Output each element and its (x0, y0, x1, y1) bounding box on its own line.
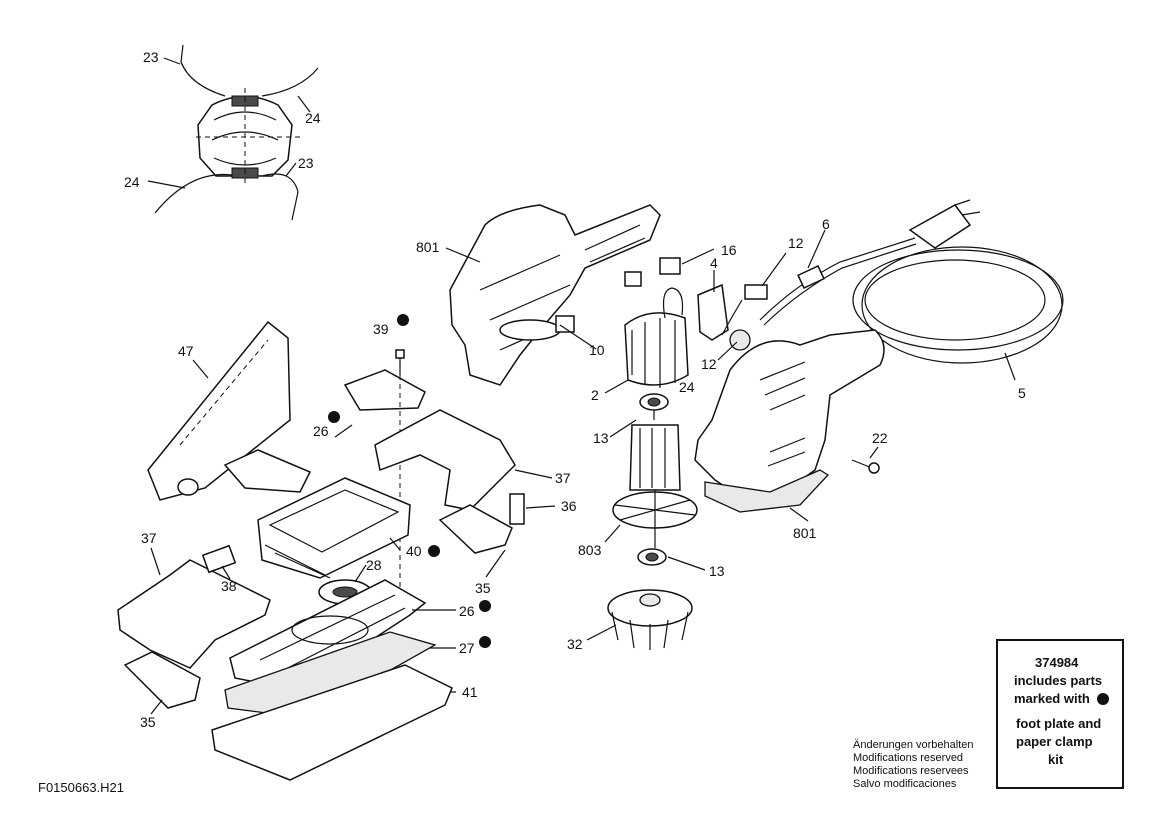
callout-35: 35 (475, 580, 491, 596)
screw-22 (851, 459, 880, 474)
kit-line: foot plate and (1016, 716, 1101, 731)
kit-line: kit (1048, 752, 1064, 767)
kit-line: marked with (1014, 691, 1090, 706)
callout-27: 27 (459, 640, 475, 656)
kit-marker-dot (328, 411, 340, 423)
callout-13: 13 (593, 430, 609, 446)
kit-marker-dot (428, 545, 440, 557)
armature-assembly (607, 393, 698, 650)
callout-labels: 23 24 23 24 801 16 12 6 4 10 12 24 2 5 4… (124, 49, 1026, 730)
kit-marker-dot (479, 636, 491, 648)
kit-marker-dot (397, 314, 409, 326)
kit-line: includes parts (1014, 673, 1102, 688)
callout-24: 24 (124, 174, 140, 190)
callout-10: 10 (589, 342, 605, 358)
callout-36: 36 (561, 498, 577, 514)
callout-23: 23 (143, 49, 159, 65)
modifications-note: Änderungen vorbehalten Modifications res… (853, 739, 973, 790)
dust-box-40 (257, 477, 411, 579)
kit-marker-dot (479, 600, 491, 612)
switch-and-terminals (555, 257, 768, 351)
callout-35: 35 (140, 714, 156, 730)
callout-24: 24 (305, 110, 321, 126)
kit-marker-dot (1097, 693, 1109, 705)
callout-37: 37 (555, 470, 571, 486)
power-cord (759, 199, 1064, 364)
callout-6: 6 (822, 216, 830, 232)
callout-38: 38 (221, 578, 237, 594)
clamp-35-right (438, 504, 513, 554)
callout-801: 801 (416, 239, 440, 255)
callout-803: 803 (578, 542, 602, 558)
note-line: Salvo modificaciones (853, 778, 957, 790)
leader-lines (147, 57, 1016, 715)
foot-plate-assembly (211, 579, 453, 781)
kit-marker-dots (328, 314, 491, 648)
callout-24: 24 (679, 379, 695, 395)
kit-part-number: 374984 (1035, 655, 1079, 670)
stator-2 (624, 287, 689, 388)
field-coil-assembly (154, 44, 319, 221)
callout-801: 801 (793, 525, 817, 541)
callout-47: 47 (178, 343, 194, 359)
callout-26: 26 (459, 603, 475, 619)
callout-41: 41 (462, 684, 478, 700)
base-frame-37 (374, 409, 525, 525)
callout-22: 22 (872, 430, 888, 446)
callout-2: 2 (591, 387, 599, 403)
callout-16: 16 (721, 242, 737, 258)
callout-32: 32 (567, 636, 583, 652)
callout-12: 12 (788, 235, 804, 251)
callout-28: 28 (366, 557, 382, 573)
left-clamp-parts (117, 544, 271, 709)
callout-26: 26 (313, 423, 329, 439)
callout-23: 23 (298, 155, 314, 171)
note-line: Modifications reserved (853, 752, 963, 764)
paper-clamp-and-screw (223, 349, 426, 610)
kit-info-box: 374984 includes parts marked with foot p… (996, 639, 1124, 789)
drawing-code: F0150663.H21 (38, 780, 124, 795)
kit-line: paper clamp (1016, 734, 1093, 749)
main-housing-801 (694, 329, 885, 513)
callout-40: 40 (406, 543, 422, 559)
callout-5: 5 (1018, 385, 1026, 401)
dust-guard-47 (147, 320, 291, 501)
callout-4: 4 (710, 255, 718, 271)
note-line: Änderungen vorbehalten (853, 739, 973, 751)
note-line: Modifications reservees (853, 765, 969, 777)
callout-37: 37 (141, 530, 157, 546)
rear-housing-801 (449, 204, 661, 386)
callout-13: 13 (709, 563, 725, 579)
callout-39: 39 (373, 321, 389, 337)
callout-12: 12 (701, 356, 717, 372)
